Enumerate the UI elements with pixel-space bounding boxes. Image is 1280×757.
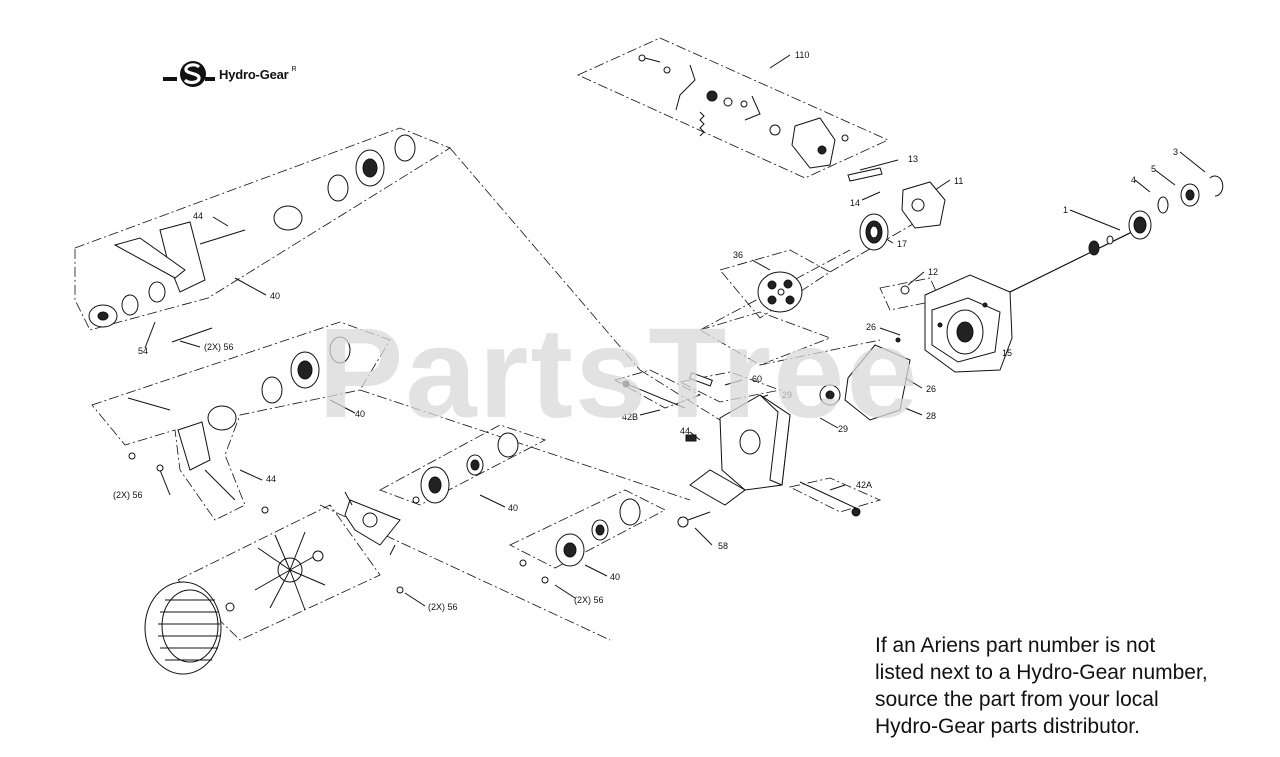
middle-left-assembly <box>127 336 351 501</box>
callout-110: 110 <box>795 50 809 60</box>
center-section-29 <box>719 384 841 491</box>
hydro-gear-s-logo-icon <box>163 61 215 87</box>
registered-mark: R <box>291 65 297 73</box>
callout-58: 58 <box>718 541 728 551</box>
callout-5: 5 <box>1151 164 1156 174</box>
note-line: If an Ariens part number is not <box>875 634 1156 657</box>
callout-15: 15 <box>1002 348 1012 358</box>
callout-40-middle: 40 <box>355 409 365 419</box>
housing-15 <box>895 274 1013 373</box>
callout-labels: 110 13 14 17 11 1 3 5 4 12 15 36 26 26 2… <box>113 50 1178 612</box>
callout-54: 54 <box>138 346 148 356</box>
callout-44-lower: 44 <box>266 474 276 484</box>
callout-13: 13 <box>908 154 918 164</box>
callout-4: 4 <box>1131 175 1136 185</box>
brand-name: Hydro-Gear <box>219 66 289 82</box>
callout-2x-56-fan: (2X) 56 <box>428 602 458 612</box>
fan-and-shroud <box>144 506 404 675</box>
callout-14: 14 <box>850 198 860 208</box>
callout-40-upper: 40 <box>270 291 280 301</box>
callout-17: 17 <box>897 239 907 249</box>
pin-and-bracket-parts <box>847 167 946 229</box>
callout-40-lower: 40 <box>508 503 518 513</box>
note-line: Hydro-Gear parts distributor. <box>875 715 1140 738</box>
callout-3: 3 <box>1173 147 1178 157</box>
hydro-gear-logo: Hydro-Gear R <box>163 60 297 88</box>
callout-12: 12 <box>928 267 938 277</box>
callout-42a: 42A <box>856 480 872 490</box>
callout-29-top: 29 <box>782 390 792 400</box>
callout-60: 60 <box>752 374 762 384</box>
upper-left-assembly <box>88 134 416 343</box>
callout-11: 11 <box>954 176 963 186</box>
callout-36: 36 <box>733 250 743 260</box>
input-shaft-assembly <box>1009 175 1224 293</box>
gasket-28 <box>844 344 911 421</box>
callout-40-bottom: 40 <box>610 572 620 582</box>
control-linkage-parts <box>638 54 849 169</box>
callout-26-lower: 26 <box>926 384 936 394</box>
leader-lines <box>144 54 1206 607</box>
callout-2x-56-middle: (2X) 56 <box>113 490 143 500</box>
watermark: PartsTree <box>318 302 920 445</box>
callout-1: 1 <box>1063 205 1068 215</box>
bearing-17 <box>859 213 889 251</box>
callout-44-upper: 44 <box>193 211 203 221</box>
lower-middle-assembly <box>344 432 641 584</box>
small-hardware-parts <box>621 372 861 528</box>
callout-2x-56-lower: (2X) 56 <box>574 595 604 605</box>
callout-42b: 42B <box>622 412 638 422</box>
callout-28: 28 <box>926 411 936 421</box>
cylinder-block-36 <box>757 271 803 313</box>
note-line: listed next to a Hydro-Gear number, <box>875 661 1208 684</box>
callout-26-upper: 26 <box>866 322 876 332</box>
ariens-part-note: If an Ariens part number is not listed n… <box>875 632 1260 740</box>
callout-2x-56-upper: (2X) 56 <box>204 342 234 352</box>
callout-44-center: 44 <box>680 426 690 436</box>
note-line: source the part from your local <box>875 688 1159 711</box>
callout-29-right: 29 <box>838 424 848 434</box>
